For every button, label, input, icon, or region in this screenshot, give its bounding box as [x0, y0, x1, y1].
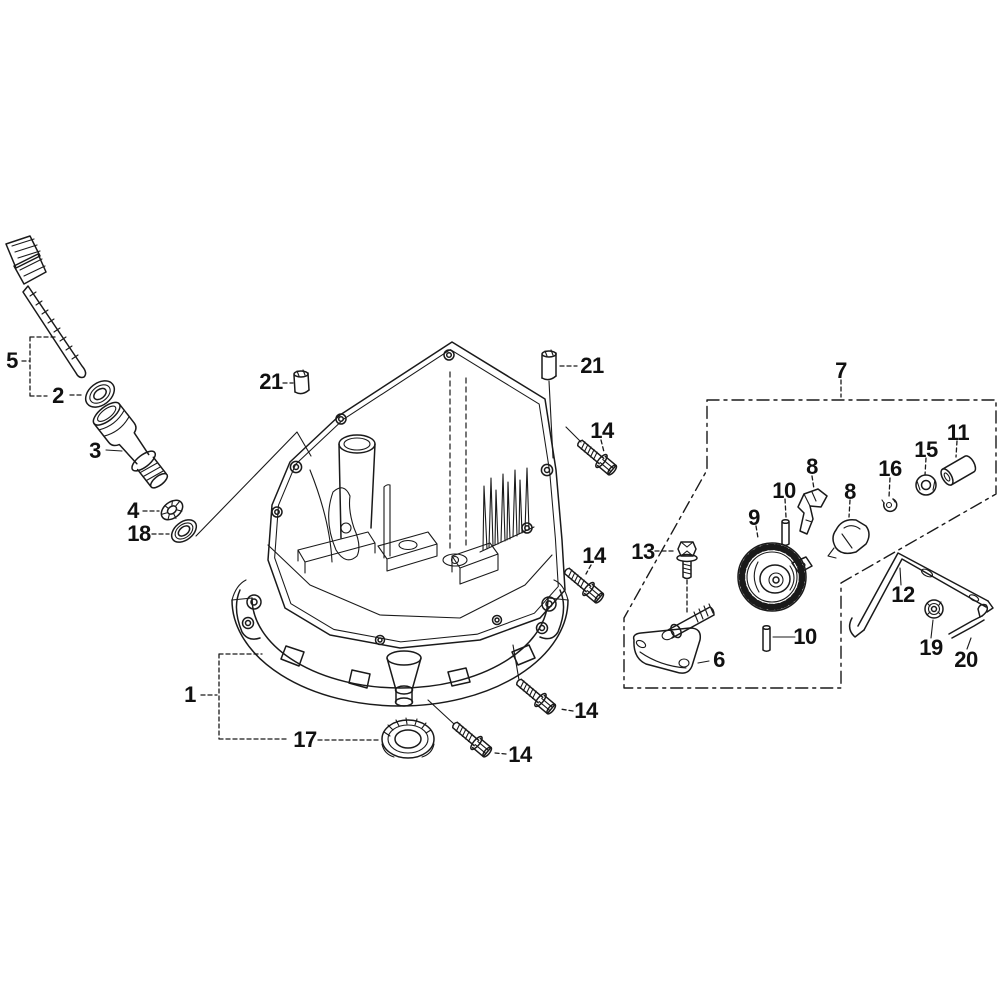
bolt-14-c: [511, 674, 559, 718]
slider-pin-10-bottom: [762, 624, 771, 652]
callout-10-top: 10: [772, 478, 796, 503]
callout-8-a: 8: [806, 454, 818, 479]
callout-3: 3: [89, 438, 101, 463]
callout-6: 6: [713, 647, 725, 672]
dipstick-tube-3: [92, 401, 169, 489]
cotter-pin-20: [948, 603, 989, 639]
oil-seal-17: [381, 717, 435, 759]
pivot-bushing-11: [940, 455, 977, 486]
leader-lines-dashed: [21, 336, 958, 755]
sealing-washer-18: [170, 519, 198, 543]
callout-8-b: 8: [844, 479, 856, 504]
callout-14-d: 14: [508, 742, 532, 767]
governor-arm-6: [632, 603, 715, 674]
slider-pin-10-top: [781, 518, 790, 546]
washer-15: [915, 474, 937, 496]
callout-20: 20: [954, 647, 978, 672]
callout-15: 15: [914, 437, 938, 462]
callout-14-a: 14: [590, 418, 614, 443]
callout-17: 17: [293, 727, 317, 752]
callout-21-right: 21: [580, 353, 604, 378]
callout-19: 19: [919, 635, 943, 660]
bolt-13: [676, 541, 698, 580]
callout-18: 18: [127, 521, 151, 546]
callout-13: 13: [631, 539, 655, 564]
governor-weight-8-b: [827, 518, 870, 559]
bolt-14-d: [447, 717, 495, 761]
callout-7: 7: [835, 358, 847, 383]
dowel-pin-21-right: [541, 349, 557, 381]
e-clip-16: [881, 498, 898, 513]
governor-weight-8-a: [797, 488, 828, 535]
callout-12: 12: [891, 582, 915, 607]
governor-gear-9: [737, 542, 813, 612]
callout-10-bottom: 10: [793, 624, 817, 649]
governor-rod-12: [848, 552, 994, 638]
callout-5: 5: [6, 348, 18, 373]
callout-4: 4: [127, 498, 139, 523]
seal-grommet-2: [84, 380, 116, 408]
dipstick: [5, 235, 87, 379]
callout-14-c: 14: [574, 698, 598, 723]
dowel-pin-21-left: [293, 369, 310, 395]
callout-9: 9: [748, 505, 760, 530]
callout-2: 2: [52, 383, 64, 408]
leader-lines-solid: [105, 380, 972, 725]
callout-14-b: 14: [582, 543, 606, 568]
oil-pan: [231, 341, 569, 707]
washer-19: [924, 599, 944, 619]
clip-4: [160, 499, 184, 521]
detail-box-7: [623, 399, 997, 689]
callout-16: 16: [878, 456, 902, 481]
callout-1: 1: [184, 682, 196, 707]
callout-11: 11: [946, 420, 970, 445]
callout-21-left: 21: [259, 369, 283, 394]
